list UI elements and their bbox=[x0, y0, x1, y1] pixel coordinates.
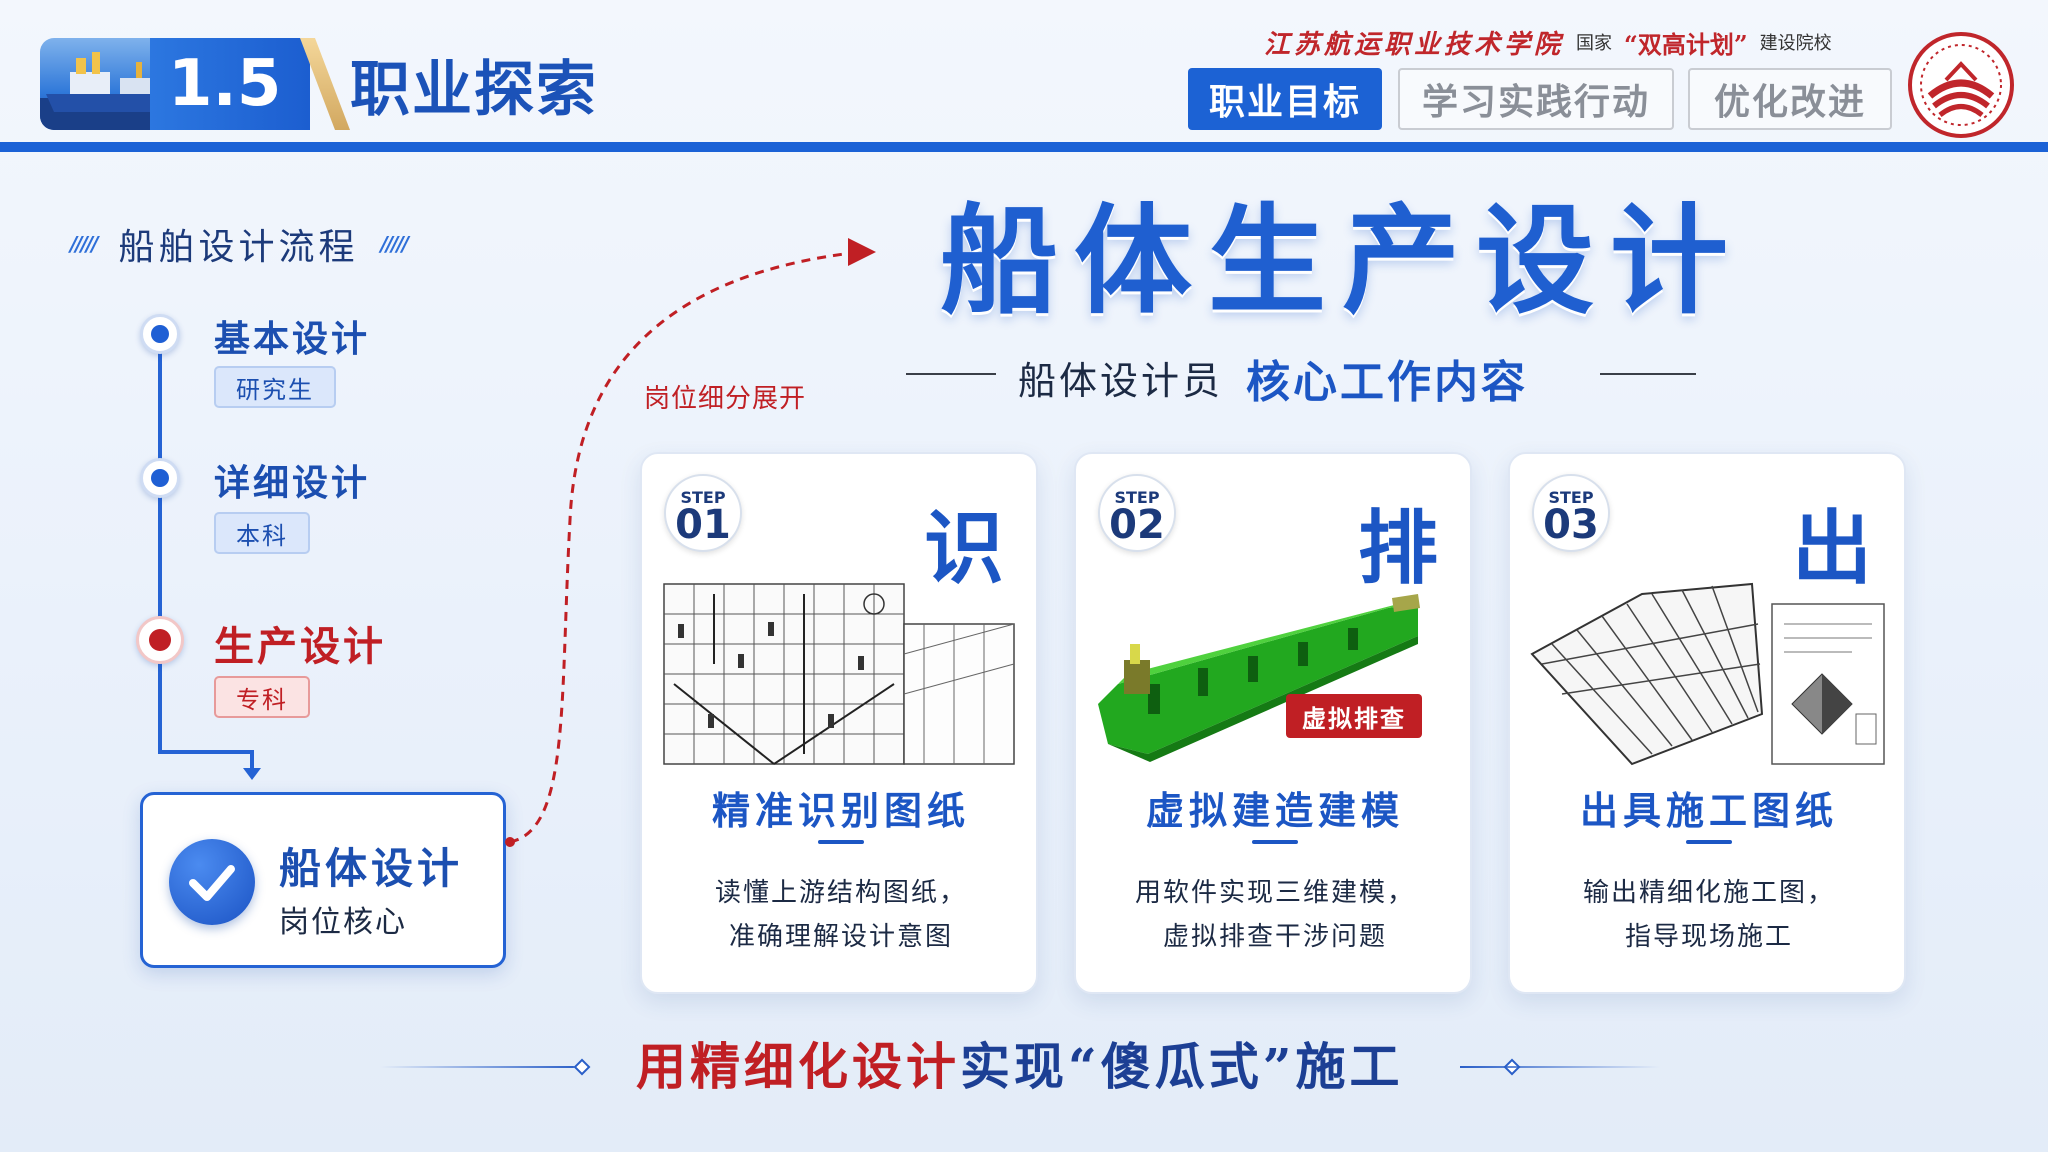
card-keyword: 识 bbox=[924, 501, 1004, 595]
footer-slogan-blue: 实现“傻瓜式”施工 bbox=[960, 1037, 1404, 1096]
card-output: STEP 03 出 出具施工图纸 输出精细化施工图， 指导现场施工 bbox=[1508, 452, 1906, 994]
diamond-icon bbox=[573, 1058, 591, 1076]
school-logo bbox=[1908, 32, 2014, 138]
hatch-decoration-right: ///// bbox=[380, 232, 409, 256]
card-title-rule bbox=[1252, 840, 1298, 844]
step-tag-production: 专科 bbox=[214, 676, 310, 718]
step-dot-production bbox=[136, 616, 184, 664]
subtitle-lead: 船体设计员 bbox=[1018, 359, 1224, 403]
subtitle-row: 船体设计员 核心工作内容 bbox=[906, 346, 1696, 408]
card-desc-line-2: 指导现场施工 bbox=[1624, 922, 1793, 952]
tab-study-practice[interactable]: 学习实践行动 bbox=[1398, 68, 1674, 130]
blueprint-drawing-illustration bbox=[663, 583, 1015, 765]
card-title: 精准识别图纸 bbox=[711, 789, 970, 833]
timeline-line bbox=[158, 336, 162, 754]
step-tag-basic: 研究生 bbox=[214, 366, 336, 408]
card-title: 出具施工图纸 bbox=[1579, 789, 1838, 833]
timeline-arrow-icon bbox=[243, 768, 261, 780]
step-badge: STEP 01 bbox=[664, 474, 742, 552]
card-title-rule bbox=[818, 840, 864, 844]
tab-optimize[interactable]: 优化改进 bbox=[1688, 68, 1892, 130]
subtitle-rule-right bbox=[1600, 373, 1696, 375]
school-line: 江苏航运职业技术学院 国家 “双高计划” 建设院校 bbox=[1264, 22, 1832, 62]
card-model: STEP 02 排 虚拟排查 虚拟建造建模 用软件实现三维建模， 虚拟排查干涉问… bbox=[1074, 452, 1472, 994]
card-desc-line-1: 输出精细化施工图， bbox=[1582, 878, 1835, 908]
step-word: STEP bbox=[1114, 488, 1160, 507]
card-desc-line-1: 读懂上游结构图纸， bbox=[714, 878, 967, 908]
footer-slogan-red: 用精细化设计 bbox=[636, 1037, 960, 1096]
section-title: 职业探索 bbox=[350, 55, 598, 125]
3d-hull-model-illustration bbox=[1098, 594, 1420, 762]
subtitle-rule-left bbox=[906, 373, 996, 375]
header-rule bbox=[0, 142, 2048, 152]
main-title: 船体生产设计 bbox=[940, 192, 1745, 330]
process-title: 船舶设计流程 bbox=[118, 227, 359, 268]
school-suffix: 建设院校 bbox=[1759, 33, 1832, 54]
footer-slogan-row: 用精细化设计实现“傻瓜式”施工 bbox=[380, 1034, 1660, 1100]
step-dot-detail bbox=[140, 458, 180, 498]
footer-rule-right bbox=[1460, 1066, 1660, 1068]
step-title-detail: 详细设计 bbox=[214, 463, 371, 504]
timeline-foot-down bbox=[250, 750, 254, 772]
step-dot-basic bbox=[140, 314, 180, 354]
card-keyword: 排 bbox=[1358, 501, 1438, 595]
section-number-box bbox=[150, 38, 310, 130]
core-role-title: 船体设计 bbox=[279, 844, 464, 893]
card-identify: STEP 01 识 精准识别图纸 读 bbox=[640, 452, 1038, 994]
footer-slogan: 用精细化设计实现“傻瓜式”施工 bbox=[636, 1034, 1404, 1100]
card-desc-line-1: 用软件实现三维建模， bbox=[1134, 878, 1415, 908]
hatch-decoration-left: ///// bbox=[70, 232, 98, 256]
timeline-foot bbox=[158, 750, 254, 754]
dashed-connector-arrow bbox=[505, 238, 876, 847]
process-heading: ///// 船舶设计流程 ///// bbox=[70, 218, 409, 270]
section-number: 1.5 bbox=[168, 47, 282, 121]
step-title-production: 生产设计 bbox=[214, 624, 386, 670]
school-plan: “双高计划” bbox=[1624, 29, 1748, 59]
step-number: 01 bbox=[675, 502, 731, 548]
connector-label: 岗位细分展开 bbox=[644, 384, 807, 414]
card-title-rule bbox=[1686, 840, 1732, 844]
footer-rule-left bbox=[380, 1066, 580, 1068]
step-number: 03 bbox=[1543, 502, 1599, 548]
step-badge: STEP 03 bbox=[1532, 474, 1610, 552]
subtitle-emphasis: 核心工作内容 bbox=[1246, 357, 1528, 408]
card-title: 虚拟建造建模 bbox=[1145, 789, 1404, 833]
step-tag-detail: 本科 bbox=[214, 512, 310, 554]
card-desc-line-2: 准确理解设计意图 bbox=[728, 922, 953, 952]
step-badge: STEP 02 bbox=[1098, 474, 1176, 552]
core-role-box: 船体设计 岗位核心 bbox=[140, 792, 506, 968]
construction-drawing-illustration bbox=[1530, 582, 1885, 766]
school-nation: 国家 bbox=[1576, 33, 1613, 54]
tab-career-goal[interactable]: 职业目标 bbox=[1188, 68, 1382, 130]
step-word: STEP bbox=[1548, 488, 1594, 507]
school-name: 江苏航运职业技术学院 bbox=[1264, 29, 1565, 60]
card-keyword: 出 bbox=[1792, 501, 1872, 595]
check-icon bbox=[169, 839, 255, 925]
header: 1.5 职业探索 江苏航运职业技术学院 国家 “双高计划” 建设院校 职业目标 … bbox=[0, 0, 2048, 156]
virtual-check-tag: 虚拟排查 bbox=[1286, 694, 1422, 738]
step-title-basic: 基本设计 bbox=[214, 319, 371, 360]
core-role-subtitle: 岗位核心 bbox=[279, 905, 407, 940]
step-word: STEP bbox=[680, 488, 726, 507]
step-number: 02 bbox=[1109, 502, 1165, 548]
card-desc-line-2: 虚拟排查干涉问题 bbox=[1162, 922, 1387, 952]
